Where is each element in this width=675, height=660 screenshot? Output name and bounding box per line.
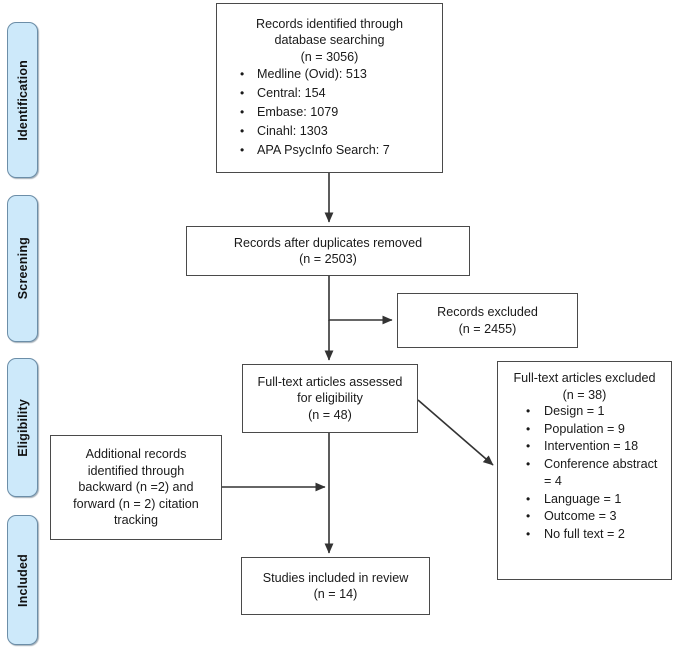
list-item: • APA PsycInfo Search: 7 [240,141,436,160]
bullet-icon: • [240,143,245,158]
phase-pill-screening: Screening [7,195,38,342]
bullet-icon: • [526,526,531,541]
source-label: Embase: 1079 [257,105,339,120]
records-identified-title-line1: Records identified through [255,16,404,31]
connector-duplicates-to-excluded [328,276,393,325]
list-item: • Embase: 1079 [240,103,436,122]
reason-label: Conference abstract = 4 [544,456,658,489]
records-excluded-title: Records excluded [437,305,538,319]
list-item: • Intervention = 18 [526,438,665,456]
list-item: • Language = 1 [526,491,665,509]
list-item: • Design = 1 [526,403,665,421]
node-records-after-duplicates: Records after duplicates removed (n = 25… [186,226,470,276]
phase-pill-eligibility: Eligibility [7,358,38,497]
phase-pill-identification: Identification [7,22,38,178]
node-fulltext-excluded: Full-text articles excluded (n = 38) • D… [497,361,672,580]
additional-records-line3: backward (n =2) and [78,480,194,495]
list-item: • Cinahl: 1303 [240,122,436,141]
reason-label: Population = 9 [544,421,625,436]
fulltext-assessed-title-line1: Full-text articles assessed [257,374,403,389]
node-fulltext-assessed: Full-text articles assessed for eligibil… [242,364,418,433]
records-identified-title-line2: database searching [274,33,385,48]
bullet-icon: • [526,509,531,523]
studies-included-count: (n = 14) [313,587,358,601]
records-identified-source-list: • Medline (Ovid): 513 • Central: 154 • E… [223,65,436,160]
fulltext-assessed-title-line2: for eligibility [297,391,363,406]
additional-records-line5: tracking [113,513,159,528]
phase-label-identification: Identification [15,59,30,141]
records-excluded-count: (n = 2455) [458,321,517,336]
reason-label: Design = 1 [544,404,605,418]
list-item: • Population = 9 [526,421,665,439]
additional-records-line2: identified through [87,463,185,478]
reason-label: Outcome = 3 [544,509,617,523]
bullet-icon: • [526,421,531,436]
fulltext-excluded-reason-list: • Design = 1 • Population = 9 • Interven… [504,403,665,543]
bullet-icon: • [526,439,531,453]
source-label: Medline (Ovid): 513 [257,67,367,82]
fulltext-excluded-count: (n = 38) [562,387,607,402]
records-identified-count: (n = 3056) [300,49,359,64]
records-after-duplicates-count: (n = 2503) [299,252,357,266]
node-studies-included: Studies included in review (n = 14) [241,557,430,615]
bullet-icon: • [526,404,531,418]
bullet-icon: • [240,105,245,120]
fulltext-assessed-count: (n = 48) [308,407,352,422]
node-records-excluded: Records excluded (n = 2455) [397,293,578,348]
additional-records-line1: Additional records [85,447,187,462]
phase-label-screening: Screening [15,237,30,300]
studies-included-title: Studies included in review [262,570,409,585]
reason-label: No full text = 2 [544,526,625,541]
bullet-icon: • [526,491,531,506]
bullet-icon: • [240,86,245,101]
additional-records-line4: forward (n = 2) citation [73,496,199,511]
bullet-icon: • [526,456,531,471]
node-additional-records: Additional records identified through ba… [50,435,222,540]
list-item: • Outcome = 3 [526,508,665,526]
source-label: APA PsycInfo Search: 7 [257,143,390,158]
source-label: Central: 154 [257,86,326,101]
list-item: • Medline (Ovid): 513 [240,65,436,84]
list-item: • No full text = 2 [526,526,665,544]
reason-label: Intervention = 18 [544,439,639,453]
phase-label-eligibility: Eligibility [15,398,30,457]
reason-label: Language = 1 [544,491,622,506]
list-item: • Central: 154 [240,84,436,103]
connector-fulltext-to-fulltext-excluded [417,399,494,466]
phase-pill-included: Included [7,515,38,645]
bullet-icon: • [240,67,245,82]
list-item: • Conference abstract = 4 [526,456,665,491]
node-records-identified: Records identified through database sear… [216,3,443,173]
bullet-icon: • [240,124,245,139]
records-after-duplicates-title: Records after duplicates removed [233,235,423,250]
fulltext-excluded-title: Full-text articles excluded [513,371,656,385]
source-label: Cinahl: 1303 [257,124,328,139]
phase-label-included: Included [15,553,30,607]
